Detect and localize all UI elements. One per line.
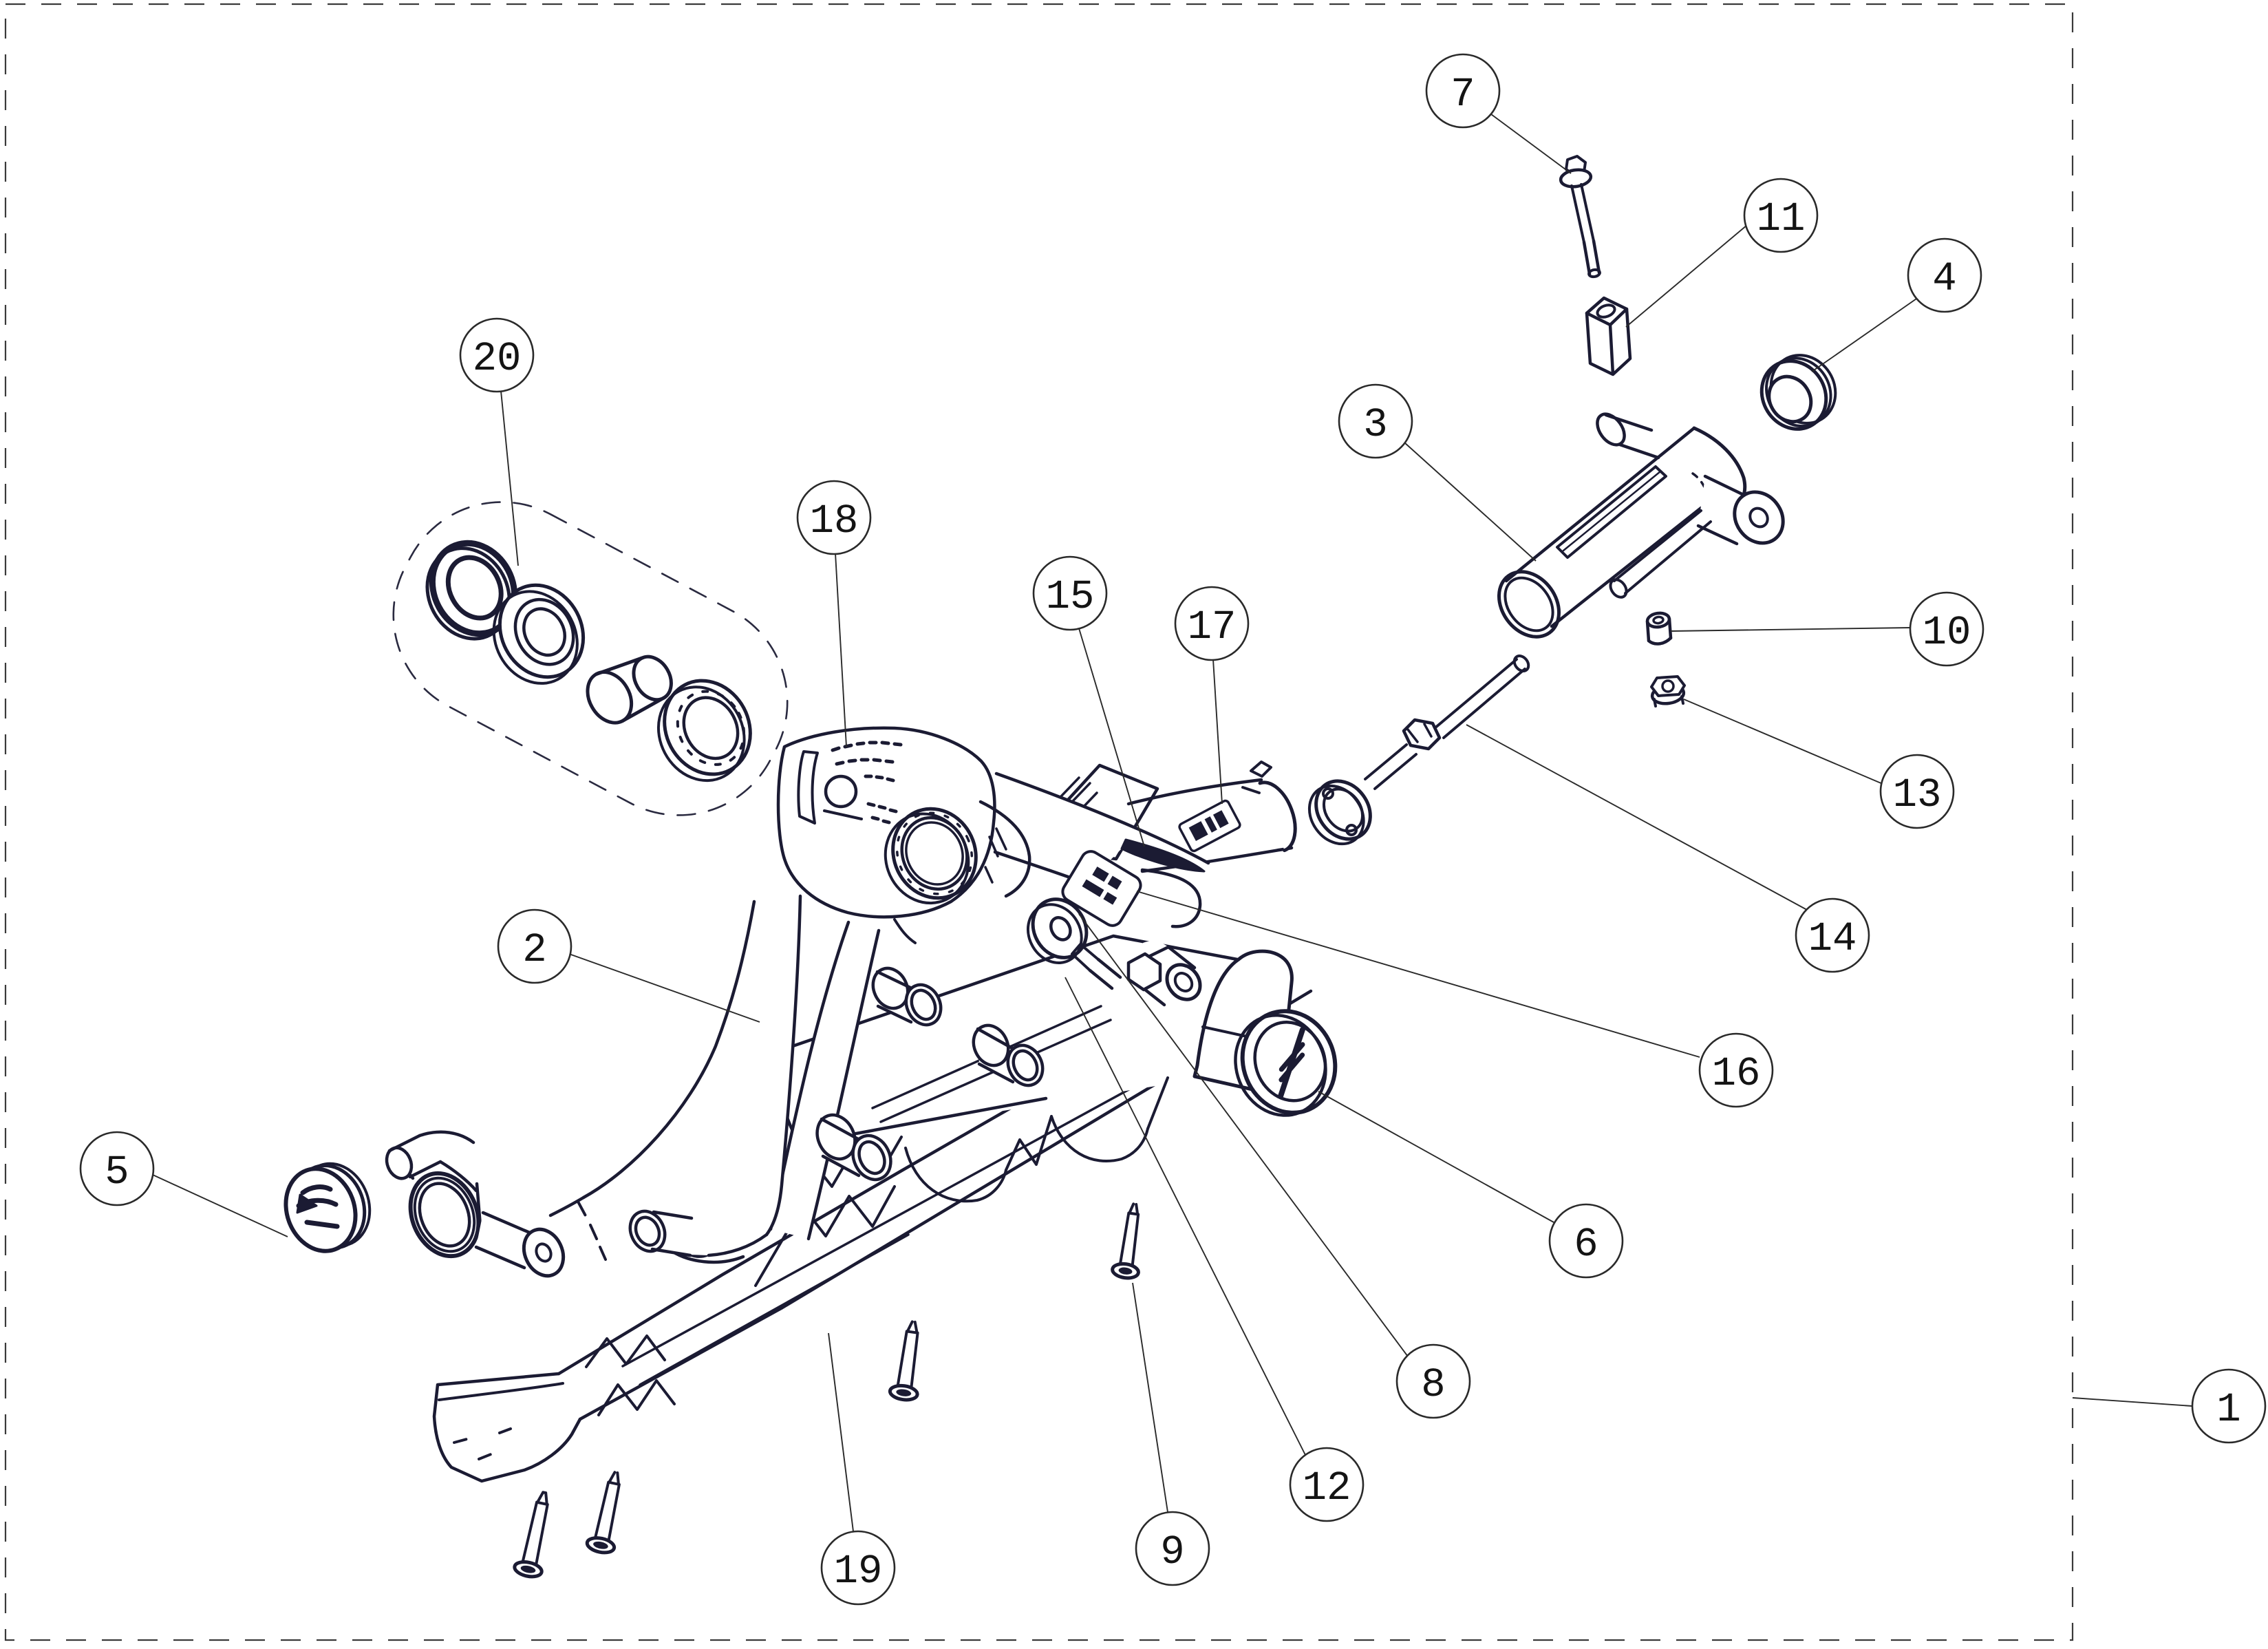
- svg-text:10: 10: [1923, 610, 1971, 656]
- svg-text:18: 18: [810, 498, 859, 544]
- svg-text:15: 15: [1046, 574, 1095, 620]
- svg-text:13: 13: [1893, 772, 1942, 818]
- svg-text:9: 9: [1160, 1529, 1184, 1575]
- svg-text:16: 16: [1712, 1051, 1761, 1097]
- svg-text:4: 4: [1932, 256, 1956, 302]
- svg-text:7: 7: [1451, 72, 1475, 118]
- svg-text:8: 8: [1421, 1362, 1445, 1408]
- svg-text:20: 20: [473, 336, 522, 382]
- svg-text:12: 12: [1303, 1465, 1351, 1511]
- svg-text:5: 5: [105, 1149, 129, 1195]
- svg-text:3: 3: [1363, 402, 1387, 448]
- svg-text:6: 6: [1574, 1222, 1598, 1268]
- svg-text:19: 19: [834, 1549, 883, 1595]
- svg-text:2: 2: [522, 927, 546, 973]
- svg-text:1: 1: [2216, 1387, 2240, 1433]
- svg-text:17: 17: [1188, 604, 1237, 650]
- svg-text:14: 14: [1808, 916, 1857, 962]
- svg-text:11: 11: [1757, 196, 1806, 242]
